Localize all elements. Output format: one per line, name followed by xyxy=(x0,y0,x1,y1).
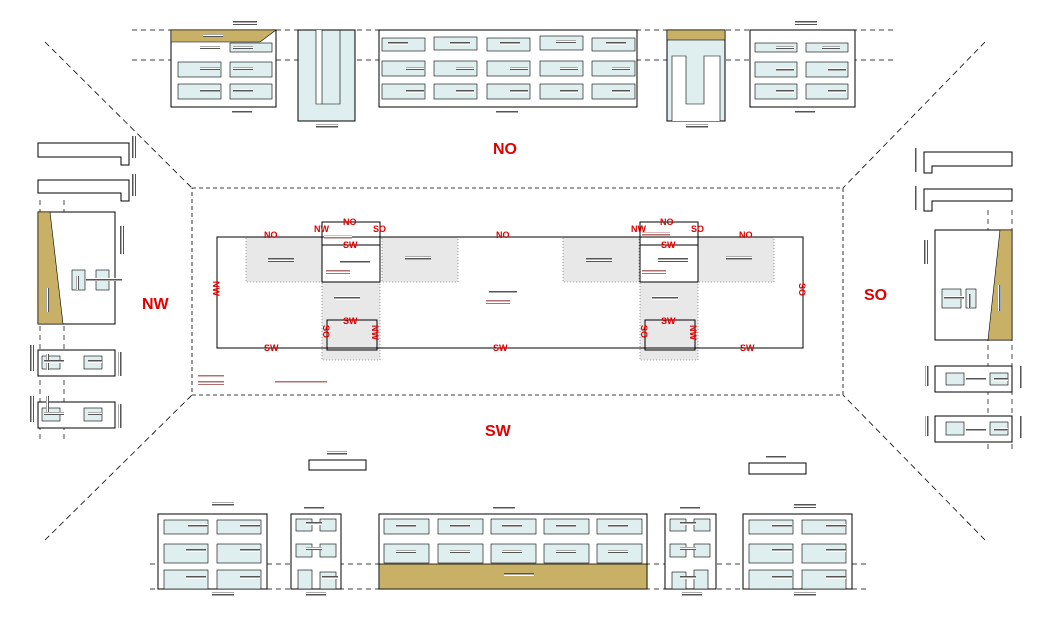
label-nw: NW xyxy=(142,296,170,313)
right-tower-plan xyxy=(639,221,699,351)
left-tower-plan xyxy=(321,221,381,351)
plan-label-nw-5: NW xyxy=(688,325,698,340)
plan-label-no-4: NO xyxy=(343,217,357,227)
plan-label-nw-2: NW xyxy=(631,224,646,234)
label-no: NO xyxy=(493,141,517,158)
plan-label-sw-3: SW xyxy=(343,316,358,326)
plan-label-so-1: SO xyxy=(373,224,386,234)
plan-label-sw-6: SW xyxy=(493,343,508,353)
plan-label-sw-2: SW xyxy=(661,240,676,250)
label-sw: SW xyxy=(485,423,512,440)
plan-label-nw-3: NW xyxy=(211,281,221,296)
plan-orientation-labels: NO NO NO NO NO NW NW SO SO SW SW SW SW S… xyxy=(211,217,807,353)
plan-hatch-labels xyxy=(198,232,752,385)
site-boundary xyxy=(191,187,844,396)
plan-label-no-3: NO xyxy=(739,230,753,240)
shaded-zones xyxy=(245,236,775,361)
elevation-nw xyxy=(30,136,136,443)
plan-label-sw-5: SW xyxy=(264,343,279,353)
plan-label-nw-1: NW xyxy=(314,224,329,234)
label-so: SO xyxy=(864,287,887,304)
plan-label-so-4: SO xyxy=(321,325,331,338)
main-building-outline xyxy=(216,236,804,349)
plan-label-no-1: NO xyxy=(264,230,278,240)
plan-label-sw-7: SW xyxy=(740,343,755,353)
elevation-no xyxy=(132,21,895,128)
plan-label-so-5: SO xyxy=(639,325,649,338)
plan-label-sw-1: SW xyxy=(343,240,358,250)
plan-label-no-2: NO xyxy=(496,230,510,240)
elevation-so xyxy=(914,148,1023,452)
plan-label-nw-4: NW xyxy=(370,325,380,340)
plan-label-so-3: SO xyxy=(797,283,807,296)
diagonal-guides xyxy=(44,41,986,541)
plan-label-no-5: NO xyxy=(660,217,674,227)
plan-label-sw-4: SW xyxy=(661,316,676,326)
plan-label-so-2: SO xyxy=(691,224,704,234)
elevation-sw xyxy=(150,451,866,596)
